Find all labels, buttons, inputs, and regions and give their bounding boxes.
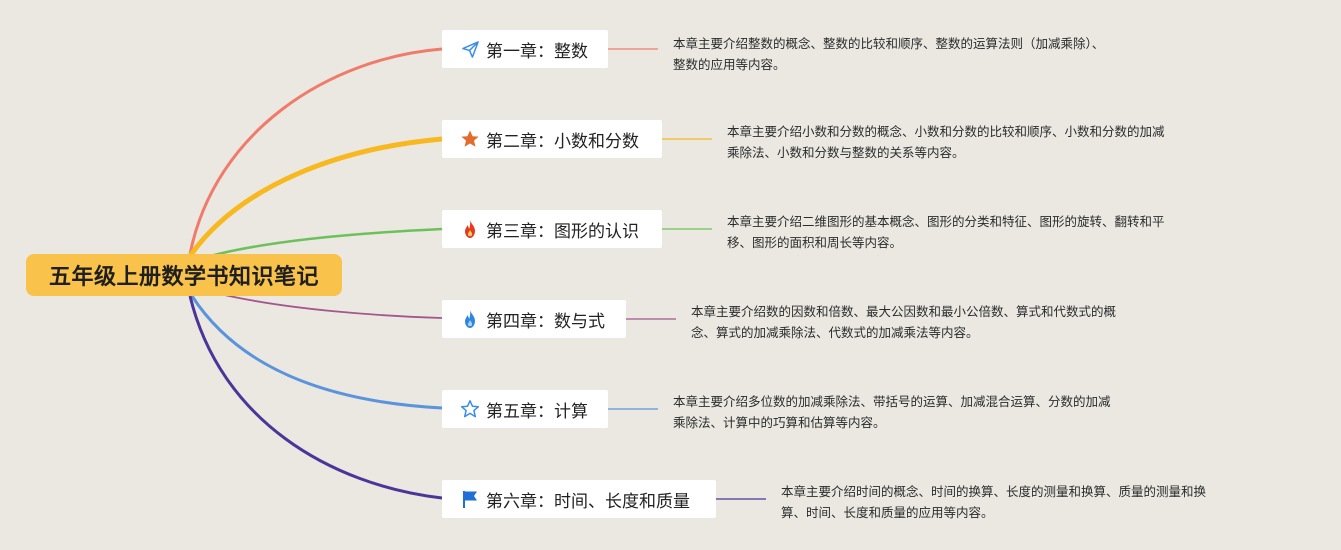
chapter-3-label: 第三章：图形的认识 [486,221,639,242]
chapter-4-label: 第四章：数与式 [486,311,605,332]
chapter-4-node[interactable]: 第四章：数与式 [442,300,626,338]
root-topic[interactable]: 五年级上册数学书知识笔记 [26,254,342,296]
chapter-5-label: 第五章：计算 [486,401,588,422]
chapter-6-description: 本章主要介绍时间的概念、时间的换算、长度的测量和换算、质量的测量和换 算、时间、… [781,484,1207,520]
chapter-6-label: 第六章：时间、长度和质量 [486,491,690,512]
branch-3 [209,227,443,258]
chapter-6-node[interactable]: 第六章：时间、长度和质量 [442,480,716,518]
chapter-5-description: 本章主要介绍多位数的加减乘除法、带括号的运算、加减混合运算、分数的加减 乘除法、… [673,394,1111,430]
chapter-1-node[interactable]: 第一章：整数 [442,30,608,68]
chapter-4-description: 本章主要介绍数的因数和倍数、最大公因数和最小公倍数、算式和代数式的概 念、算式的… [691,304,1117,340]
branch-4 [219,293,443,319]
branch-6 [188,295,443,500]
paper-plane-icon [460,39,480,59]
chapter-2-description: 本章主要介绍小数和分数的概念、小数和分数的比较和顺序、小数和分数的加减 乘除法、… [727,124,1165,160]
chapter-5-node[interactable]: 第五章：计算 [442,390,608,428]
fire-icon [460,219,480,239]
chapter-2-node[interactable]: 第二章：小数和分数 [442,120,662,158]
chapter-1-label: 第一章：整数 [486,41,588,62]
branch-1 [188,47,443,255]
chapter-3-description: 本章主要介绍二维图形的基本概念、图形的分类和特征、图形的旋转、翻转和平 移、图形… [727,214,1165,250]
chapter-3-node[interactable]: 第三章：图形的认识 [442,210,662,248]
chapter-2-label: 第二章：小数和分数 [486,131,639,152]
flag-icon [460,489,480,509]
flame-icon [460,309,480,329]
chapter-1-description: 本章主要介绍整数的概念、整数的比较和顺序、整数的运算法则（加减乘除）、 整数的应… [673,36,1105,72]
star-outline-icon [460,399,480,419]
branch-5 [190,295,443,410]
branch-2 [187,136,443,258]
star-filled-icon [460,129,480,149]
